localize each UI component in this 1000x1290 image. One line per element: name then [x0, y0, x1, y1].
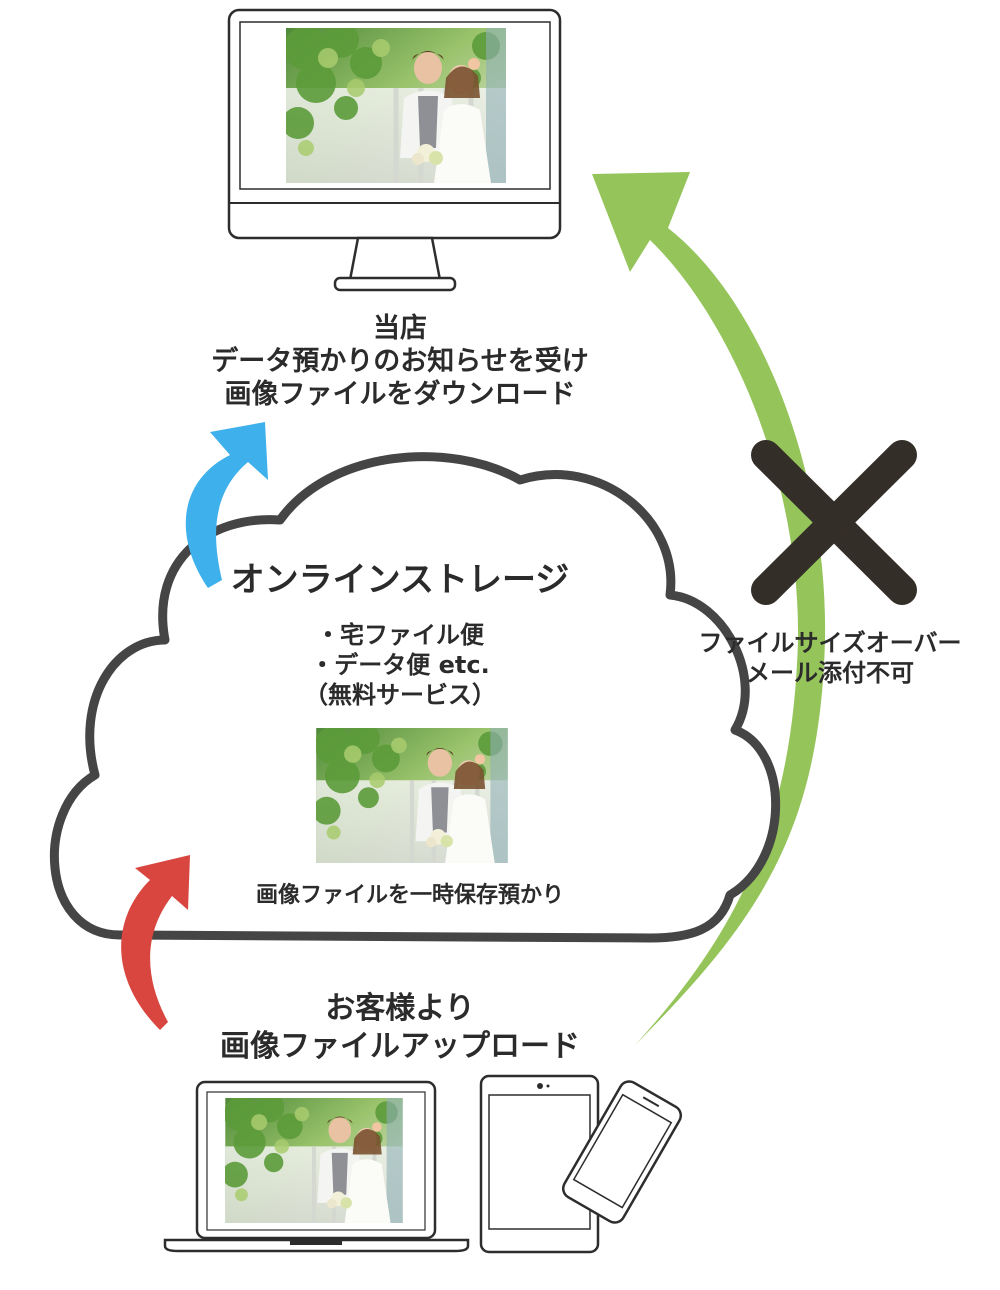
cross-icon — [751, 440, 917, 605]
customer-label-line: 画像ファイルアップロード — [220, 1029, 580, 1064]
store-label: 当店 データ預かりのお知らせを受け 画像ファイルをダウンロード — [150, 312, 650, 411]
cloud-service-list: ・宅ファイル便 ・データ便 etc. （無料サービス） — [250, 620, 550, 710]
store-label-line: 画像ファイルをダウンロード — [224, 379, 576, 410]
cloud-title: オンラインストレージ — [230, 560, 570, 600]
warning-label-line: ファイルサイズオーバー — [698, 629, 962, 657]
cloud-service-item: ・宅ファイル便 — [316, 621, 484, 649]
red-arrow — [121, 855, 190, 1030]
store-label-line: データ預かりのお知らせを受け — [211, 346, 589, 377]
green-arrow — [592, 172, 826, 1045]
cloud-shape — [50, 452, 781, 943]
customer-label: お客様より 画像ファイルアップロード — [150, 990, 650, 1066]
wedding-photo-laptop — [222, 1093, 403, 1223]
customer-label-line: お客様より — [325, 991, 475, 1026]
warning-label-line: メール添付不可 — [746, 659, 914, 687]
wedding-photo-desktop — [282, 22, 506, 183]
tablet-icon — [479, 1074, 600, 1254]
cloud-service-item: （無料サービス） — [304, 681, 496, 709]
warning-label: ファイルサイズオーバー メール添付不可 — [670, 628, 990, 688]
cloud-service-item: ・データ便 etc. — [310, 651, 490, 679]
store-label-line: 当店 — [373, 313, 427, 344]
smartphone-icon — [561, 1080, 683, 1224]
wedding-photo-cloud — [313, 723, 508, 863]
blue-arrow — [185, 422, 268, 588]
cloud-caption: 画像ファイルを一時保存預かり — [255, 883, 564, 908]
